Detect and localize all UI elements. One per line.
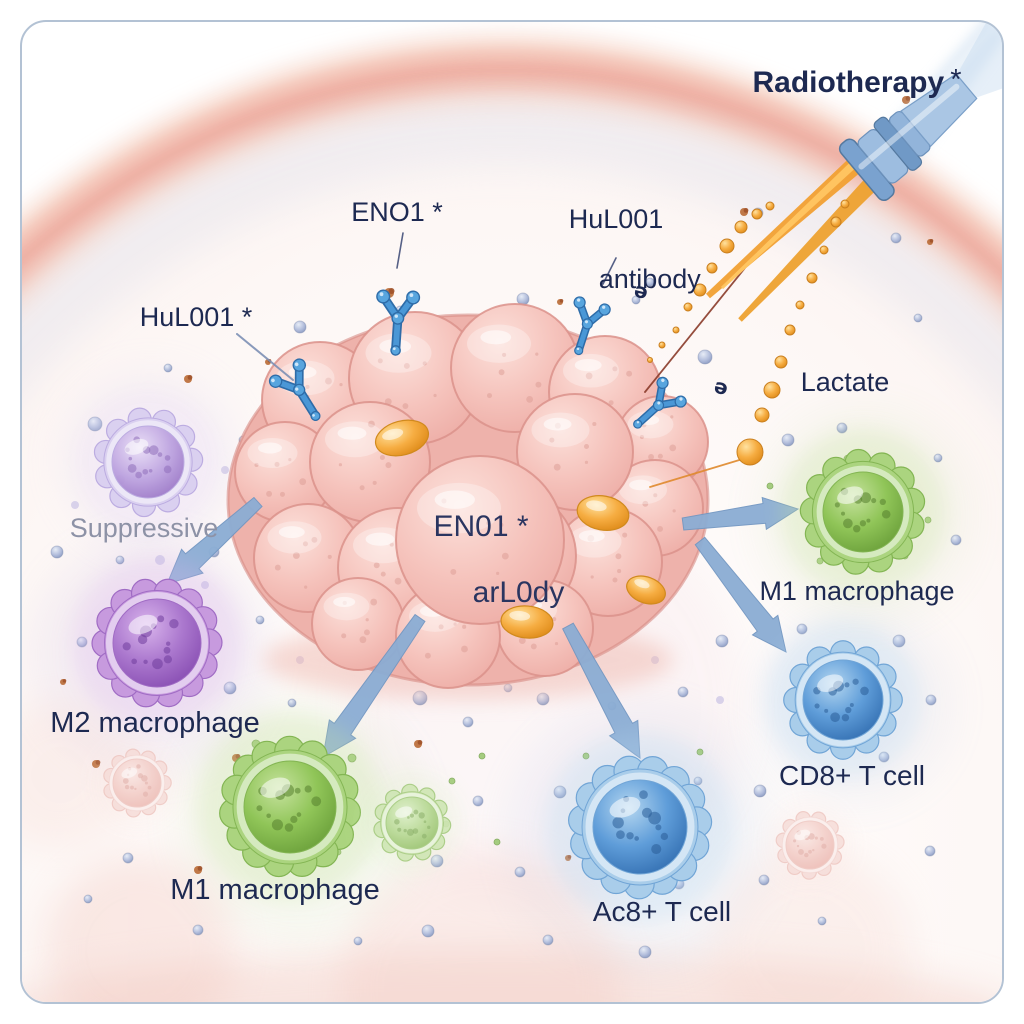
m1-macrophage-cell-right (780, 429, 946, 595)
ac8-t-cell-label: Ac8+ T cell (592, 896, 732, 927)
m1-macrophage-bottom-label: M1 macrophage (170, 874, 380, 906)
hul001-antibody-line2: antibody (598, 264, 701, 294)
m2-macrophage-label: M2 macrophage (50, 707, 260, 739)
m1-macrophage-cell-bottom (197, 714, 383, 900)
svg-text:ə: ə (632, 278, 651, 305)
radiotherapy-text: Radiotherapy (752, 66, 945, 99)
suppressive-cell (76, 390, 220, 534)
lactate-label: Lactate (800, 367, 890, 397)
t-cell-bottom (545, 732, 735, 922)
suppressive-label: Suppressive (69, 513, 219, 543)
svg-text:ə: ə (712, 374, 731, 401)
m1-macrophage-right-label: M1 macrophage (759, 576, 955, 606)
faint-cell-right (765, 800, 855, 890)
faint-cell-left (92, 738, 182, 828)
eno1-surface-label: ENO1 * (351, 197, 443, 227)
hul001-antibody-line1: HuL001 (568, 204, 664, 234)
hul001-antibody-label: HuL001 antibody (531, 204, 701, 294)
radiotherapy-label: Radiotherapy * (752, 64, 962, 100)
cd8-t-cell-label: CD8+ T cell (778, 760, 926, 791)
illustration-scene: əə (22, 22, 1002, 1002)
tumor-center-line2: arL0dy (472, 576, 565, 609)
hul001-left-label: HuL001 * (139, 302, 253, 332)
m1-macrophage-cell-small (361, 772, 463, 874)
tumor-center-line1: EN01 * (433, 510, 529, 543)
m2-macrophage-cell (71, 557, 243, 729)
tumor-center-label: EN01 * arL0dy (398, 510, 565, 609)
radiotherapy-star: * (950, 64, 962, 96)
cd8-t-cell-right (765, 622, 921, 778)
